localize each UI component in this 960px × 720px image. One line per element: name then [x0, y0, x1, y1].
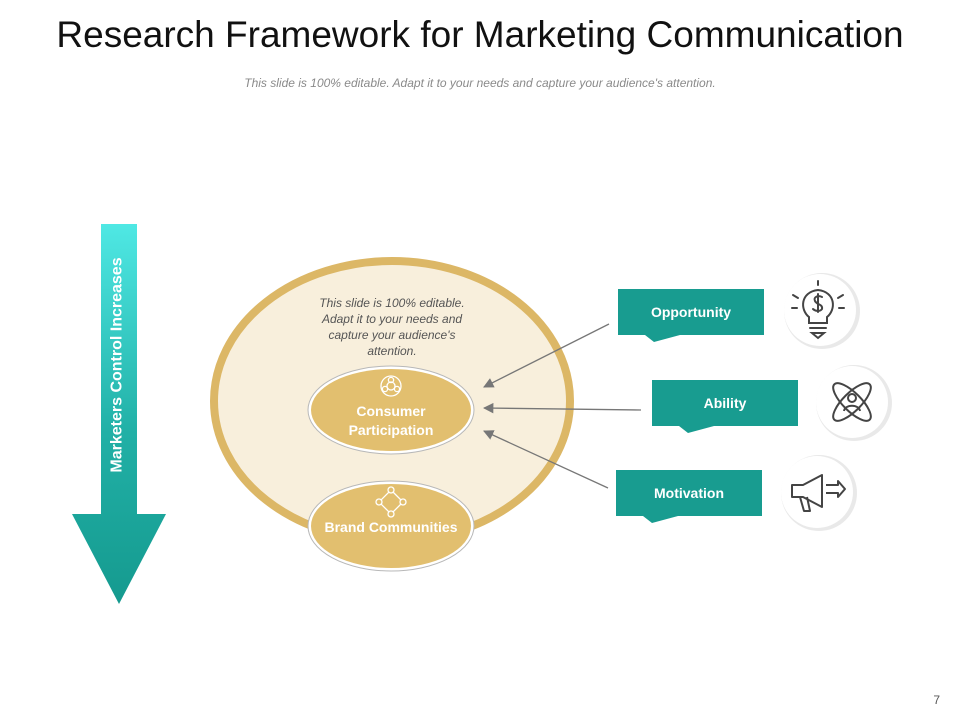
lightbulb-dollar-icon: [791, 280, 845, 340]
motivation-icon-circle: [781, 455, 857, 531]
consumer-participation-label: Consumer Participation: [348, 403, 434, 438]
page-number: 7: [933, 693, 940, 707]
atom-person-icon: [832, 382, 872, 422]
opportunity-icon-circle: [784, 273, 860, 349]
page-title: Research Framework for Marketing Communi…: [56, 14, 904, 55]
megaphone-icon: [791, 474, 846, 512]
control-increase-arrow: [72, 224, 166, 604]
consumer-participation-pill: [307, 365, 475, 455]
ability-icon-circle: [816, 365, 892, 441]
ability-connector: [482, 402, 642, 414]
ellipse-description: This slide is 100% editable. Adapt it to…: [319, 296, 465, 358]
page-subtitle: This slide is 100% editable. Adapt it to…: [244, 76, 716, 90]
arrow-label: Marketers Control Increases: [109, 257, 127, 473]
ability-box: [652, 380, 798, 433]
opportunity-box: [618, 289, 764, 342]
ability-label: Ability: [703, 395, 747, 411]
opportunity-label: Opportunity: [650, 304, 732, 320]
people-network-icon: [380, 375, 402, 397]
network-nodes-icon: [375, 486, 407, 518]
motivation-box: [616, 470, 762, 523]
opportunity-connector: [483, 323, 610, 388]
motivation-connector: [483, 430, 609, 489]
brand-communities-pill: [307, 480, 475, 572]
brand-communities-label: Brand Communities: [324, 519, 458, 535]
motivation-label: Motivation: [654, 485, 724, 501]
